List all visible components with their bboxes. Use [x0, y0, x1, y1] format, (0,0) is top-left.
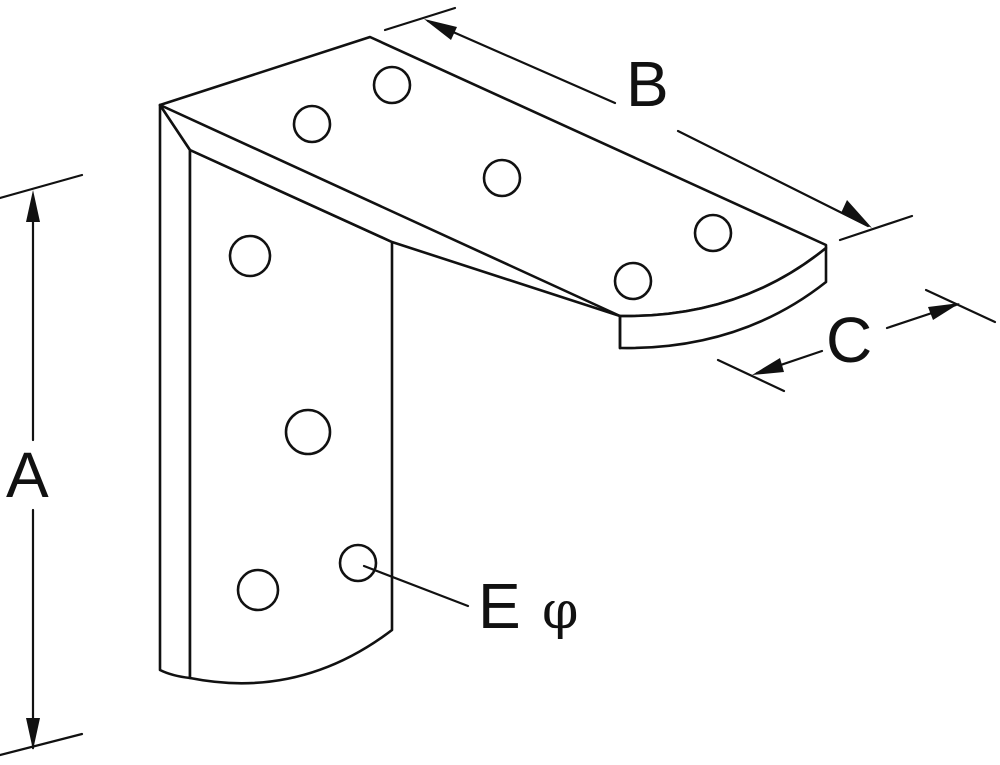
hole-side-4 — [338, 543, 378, 583]
hole-side-2 — [284, 408, 332, 456]
dim-c-ext-left — [716, 358, 786, 393]
dim-b-arrow-start — [424, 19, 457, 40]
hole-top-3 — [482, 158, 522, 198]
hole-top-2 — [372, 65, 412, 105]
hole-side-3 — [236, 568, 280, 612]
dim-a-arrow-bottom — [26, 718, 40, 750]
dim-b-arrow-end — [841, 200, 872, 228]
horizontal-leg-end — [618, 246, 828, 350]
dim-c-arrow-left — [752, 358, 784, 375]
hole-top-5 — [613, 261, 653, 301]
leader-e — [362, 564, 470, 608]
label-phi: φ — [542, 581, 578, 641]
label-b: B — [626, 48, 669, 120]
dim-c-ext-right — [924, 288, 997, 324]
hole-top-1 — [292, 104, 332, 144]
dim-b-ext-start — [383, 6, 457, 32]
label-c: C — [826, 304, 872, 376]
hole-top-4 — [693, 213, 733, 253]
label-a: A — [6, 439, 49, 511]
vertical-leg-edge — [158, 103, 192, 680]
horizontal-leg-inner-edge — [158, 103, 622, 350]
dim-a-ext-bottom — [0, 732, 84, 757]
dim-c-arrow-right — [928, 303, 960, 320]
label-e: E — [478, 570, 521, 642]
dim-b-ext-end — [838, 214, 914, 242]
dim-a-ext-top — [0, 173, 84, 200]
hole-side-1 — [228, 234, 272, 278]
dim-b-line-left — [426, 19, 617, 105]
dim-b-line-right — [676, 129, 870, 228]
dim-a-arrow-top — [26, 190, 40, 222]
